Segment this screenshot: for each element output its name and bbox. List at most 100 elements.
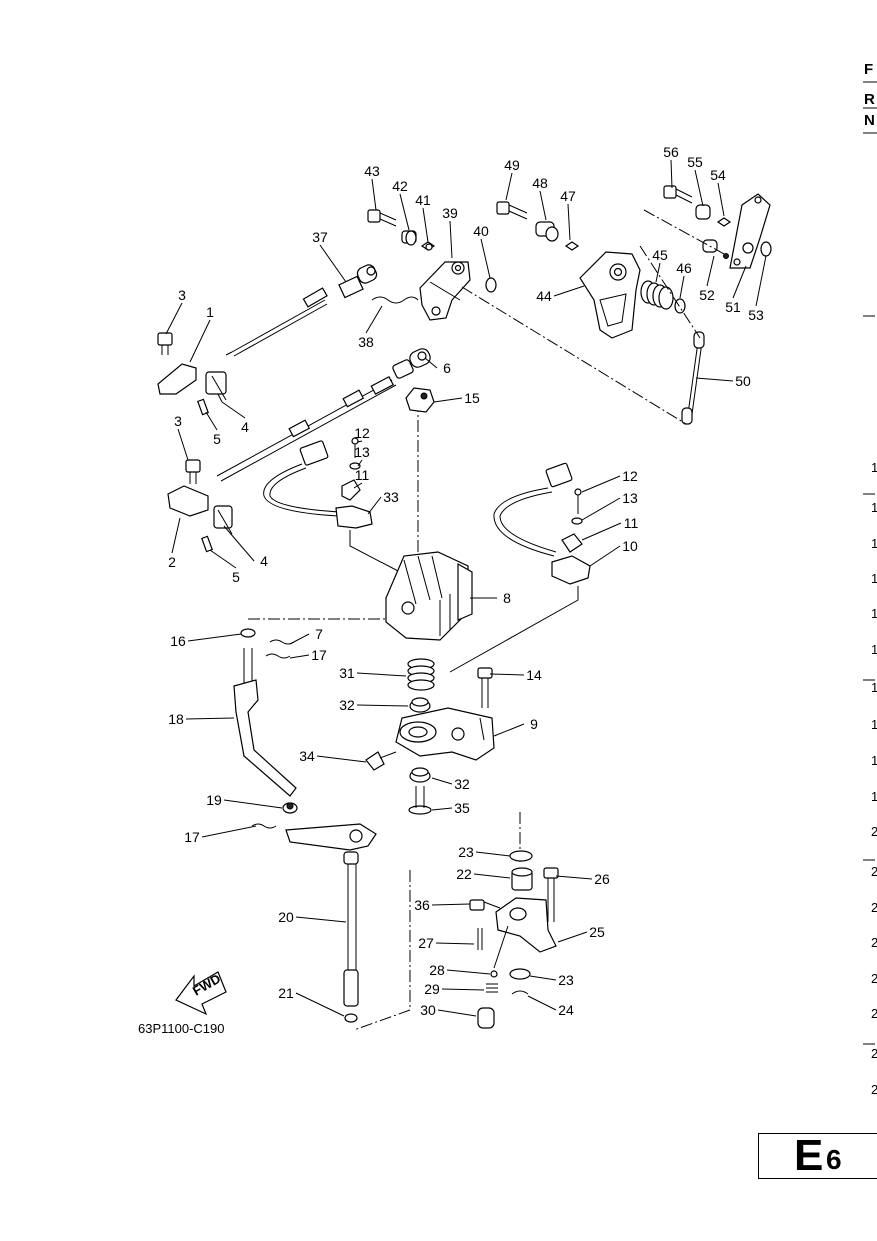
leader-line-32 [356,704,409,707]
callout-40: 40 [473,223,489,239]
leader-line-23 [529,975,557,981]
leader-line-2 [171,517,181,554]
leader-line-5 [209,549,237,569]
leader-line-24 [527,995,557,1011]
callout-24: 24 [558,1002,574,1018]
leader-line-1 [189,319,211,363]
leader-line-33 [367,496,382,515]
callout-1: 1 [206,304,214,320]
leader-line-35 [431,807,453,811]
callout-32: 32 [454,776,470,792]
leader-line-40 [480,238,491,279]
leader-line-26 [555,875,593,880]
leader-line-7 [289,633,310,645]
leader-line-6 [424,357,438,369]
callout-32: 32 [339,697,355,713]
callout-36: 36 [414,897,430,913]
leader-line-49 [505,172,513,201]
leader-line-43 [371,178,377,211]
leader-line-54 [717,182,725,217]
leader-line-12 [357,440,363,443]
callout-11: 11 [624,515,639,531]
leader-line-29 [441,988,485,991]
leader-line-11 [353,482,363,489]
callout-4: 4 [241,419,249,435]
leader-line-30 [437,1009,477,1017]
edge-row-9: 1 [871,753,877,768]
callout-47: 47 [560,188,576,204]
leader-line-12 [581,475,621,493]
leader-line-27 [435,942,475,945]
callout-45: 45 [652,247,668,263]
leader-line-3 [165,302,183,335]
leader-line-4 [221,401,246,419]
callout-8: 8 [503,590,511,606]
spring-45 [640,280,686,314]
leader-line-48 [539,190,547,221]
leader-line-19 [223,799,283,809]
leader-line-17 [201,825,257,838]
leader-line-32 [431,777,453,785]
callout-3: 3 [174,413,182,429]
callout-29: 29 [424,981,440,997]
callout-48: 48 [532,175,548,191]
callout-44: 44 [536,288,552,304]
callout-4: 4 [260,553,268,569]
callout-7: 7 [315,626,323,642]
throttle-cable-upper [225,287,328,357]
switch-harness-right [449,462,591,673]
edge-row-5: 1 [871,606,877,621]
switch-harness-left [263,437,401,573]
callout-56: 56 [663,144,679,160]
callout-51: 51 [725,299,741,315]
leader-line-28 [446,969,491,975]
callout-41: 41 [415,192,431,208]
leader-line-55 [694,169,704,207]
edge-row-12: 2 [871,864,877,879]
leader-line-5 [205,411,218,431]
section-tag-box [758,1133,877,1179]
callout-6: 6 [443,360,451,376]
section-digit: 6 [826,1144,842,1175]
callout-28: 28 [429,962,445,978]
callout-13: 13 [354,444,370,460]
parts-drawing [157,81,877,1045]
cable-bracket-lower [167,459,233,553]
leader-line-18 [185,717,235,720]
edge-row-7: 1 [871,680,877,695]
leader-line-39 [449,220,453,259]
callout-22: 22 [456,866,472,882]
edge-header-1: F [864,61,873,78]
edge-row-18: 2 [871,1082,877,1097]
callout-26: 26 [594,871,610,887]
callout-12: 12 [622,468,638,484]
cable-bracket-upper [157,332,227,416]
edge-row-1: 1 [871,460,877,475]
callout-39: 39 [442,205,458,221]
leader-line-51 [732,265,747,299]
callout-37: 37 [312,229,328,245]
shift-shaft-20 [251,823,377,1023]
callout-3: 3 [178,287,186,303]
callout-23: 23 [458,844,474,860]
leader-line-11 [581,522,622,541]
base-plate-9 [365,667,495,815]
joint-6-and-cap-15 [392,348,435,413]
edge-row-11: 2 [871,824,877,839]
control-housing-8 [385,551,473,641]
leader-line-17 [289,654,310,659]
callout-23: 23 [558,972,574,988]
edge-header-2: R [864,91,875,108]
detent-assembly-lower [469,850,559,1029]
edge-row-6: 1 [871,642,877,657]
callout-54: 54 [710,167,726,183]
callout-31: 31 [339,665,355,681]
leader-line-25 [557,931,588,943]
leader-line-34 [316,755,367,763]
callout-10: 10 [622,538,638,554]
edge-row-16: 2 [871,1006,877,1021]
leader-line-13 [581,497,621,521]
callout-20: 20 [278,909,294,925]
leader-line-36 [431,903,471,906]
